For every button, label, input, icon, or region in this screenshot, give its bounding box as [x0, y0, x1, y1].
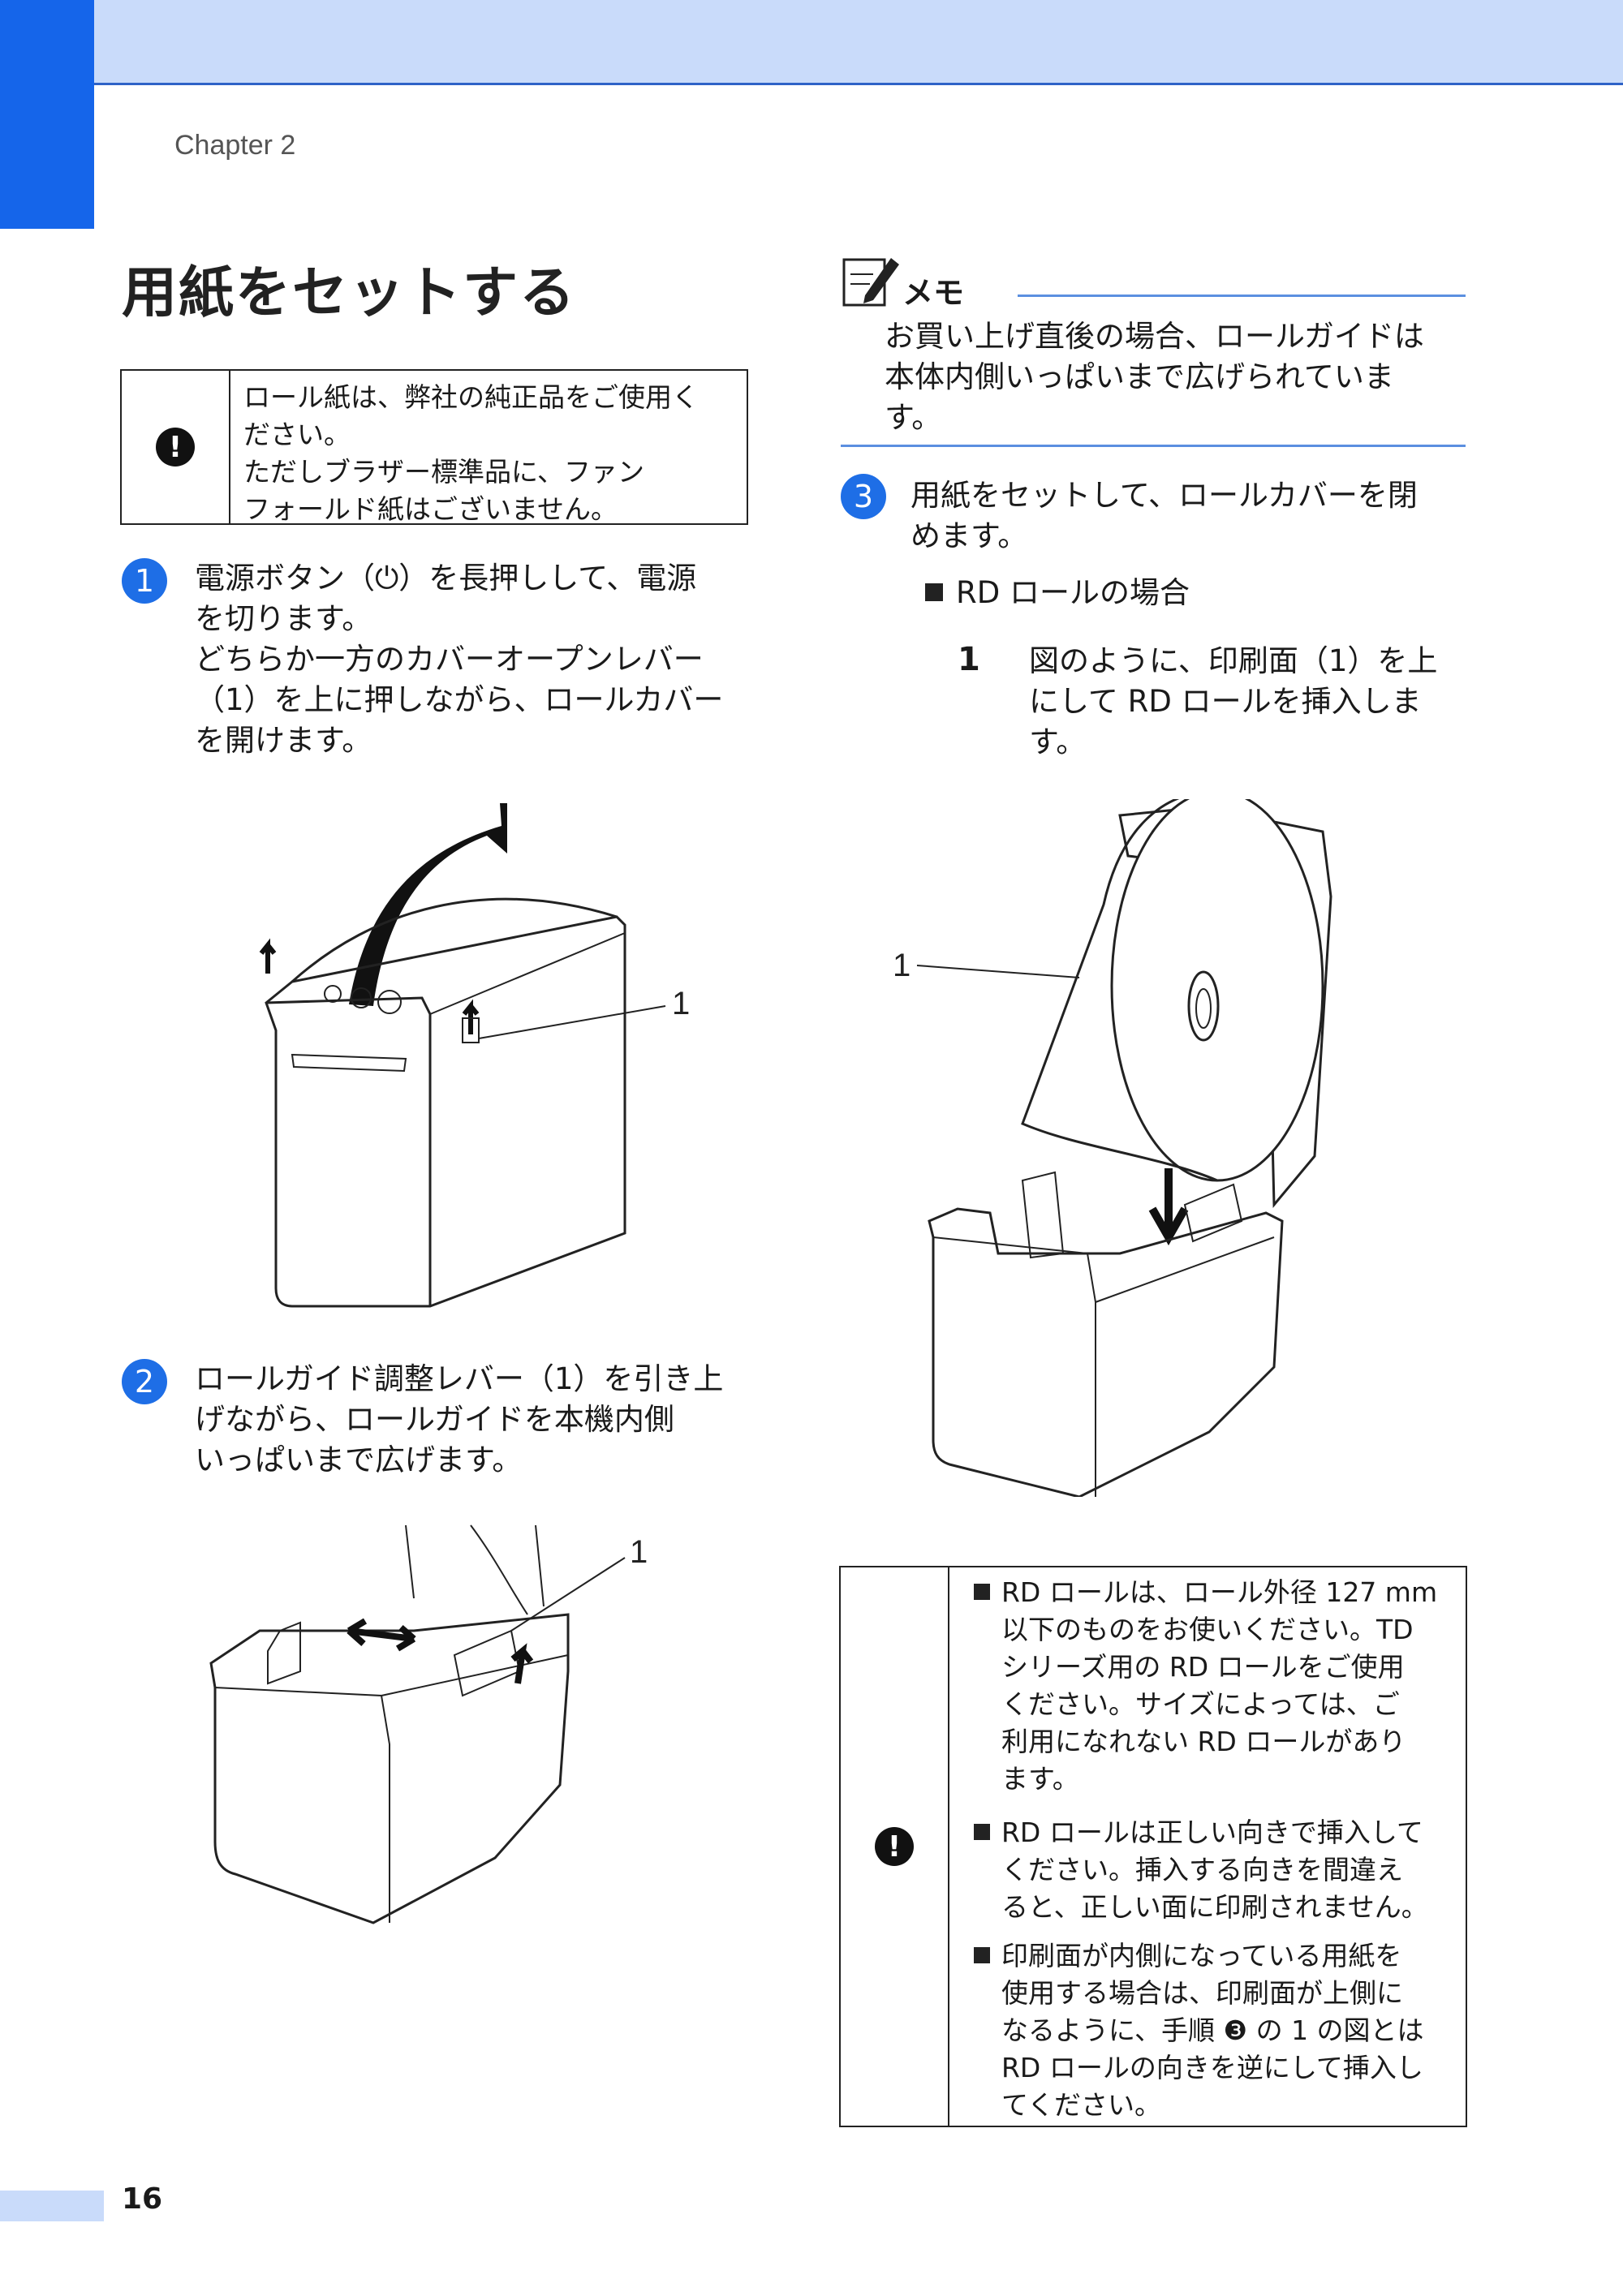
chapter-tab: [0, 0, 94, 229]
exclamation-icon: !: [156, 428, 195, 467]
step1-text: 電源ボタン（⏻）を長押しして、電源 を切ります。 どちらか一方のカバーオープンレ…: [195, 561, 724, 758]
memo-label: メモ: [902, 275, 965, 311]
notice-icon-cell: !: [122, 371, 230, 523]
step-number-3: 3: [841, 474, 886, 519]
step3-text: 用紙をセットして、ロールカバーを閉 めます。: [911, 478, 1418, 553]
memo-bottom-rule: [841, 445, 1466, 447]
memo-pencil-icon: [842, 258, 899, 307]
step-number-1: 1: [122, 558, 167, 604]
memo-top-rule: [1018, 295, 1466, 297]
square-bullet-icon: [974, 1824, 990, 1840]
figure1-callout: 1: [672, 986, 690, 1021]
memo-text: お買い上げ直後の場合、ロールガイドは 本体内側いっぱいまで広げられていま す。: [885, 319, 1424, 435]
figure-roll-guide: 1: [209, 1524, 648, 1924]
square-bullet-icon: [974, 1947, 990, 1963]
step3-case-item: RD ロールの場合: [925, 568, 1190, 612]
substep-text: 図のように、印刷面（1）を上 にして RD ロールを挿入しま す。: [1029, 643, 1438, 759]
square-bullet-icon: [974, 1584, 990, 1600]
notice-box-2: ! RD ロールは、ロール外径 127 mm 以下のものをお使いください。TD …: [839, 1566, 1467, 2127]
notice2-bullet-2: RD ロールは正しい向きで挿入して ください。挿入する向きを間違え ると、正しい…: [974, 1814, 1428, 1926]
step-number-2: 2: [122, 1359, 167, 1404]
figure3-callout: 1: [893, 948, 911, 983]
page-title: 用紙をセットする: [122, 261, 577, 325]
substep-number: 1: [958, 641, 980, 678]
notice-text: ロール紙は、弊社の純正品をご使用く ださい。 ただしブラザー標準品に、ファン フ…: [243, 381, 699, 525]
notice2-bullet-1: RD ロールは、ロール外径 127 mm 以下のものをお使いください。TD シリ…: [974, 1574, 1437, 1798]
footer-band: [0, 2191, 104, 2221]
step2-text: ロールガイド調整レバー（1）を引き上 げながら、ロールガイドを本機内側 いっぱい…: [195, 1361, 724, 1477]
square-bullet-icon: [925, 583, 943, 601]
notice2-icon-cell: !: [841, 1567, 949, 2126]
figure2-callout: 1: [630, 1534, 648, 1570]
notice2-bullet-3: 印刷面が内側になっている用紙を 使用する場合は、印刷面が上側に なるように、手順…: [974, 1937, 1424, 2124]
chapter-label: Chapter 2: [174, 130, 296, 161]
exclamation-icon: !: [875, 1827, 914, 1866]
header-rule: [94, 83, 1623, 85]
header-band: [0, 0, 1623, 84]
notice-box-1: ! ロール紙は、弊社の純正品をご使用く ださい。 ただしブラザー標準品に、ファン…: [120, 369, 748, 525]
figure-insert-rd-roll: 1: [893, 799, 1332, 1497]
page-number: 16: [122, 2182, 163, 2216]
figure-printer-open-cover: 1: [259, 803, 690, 1308]
